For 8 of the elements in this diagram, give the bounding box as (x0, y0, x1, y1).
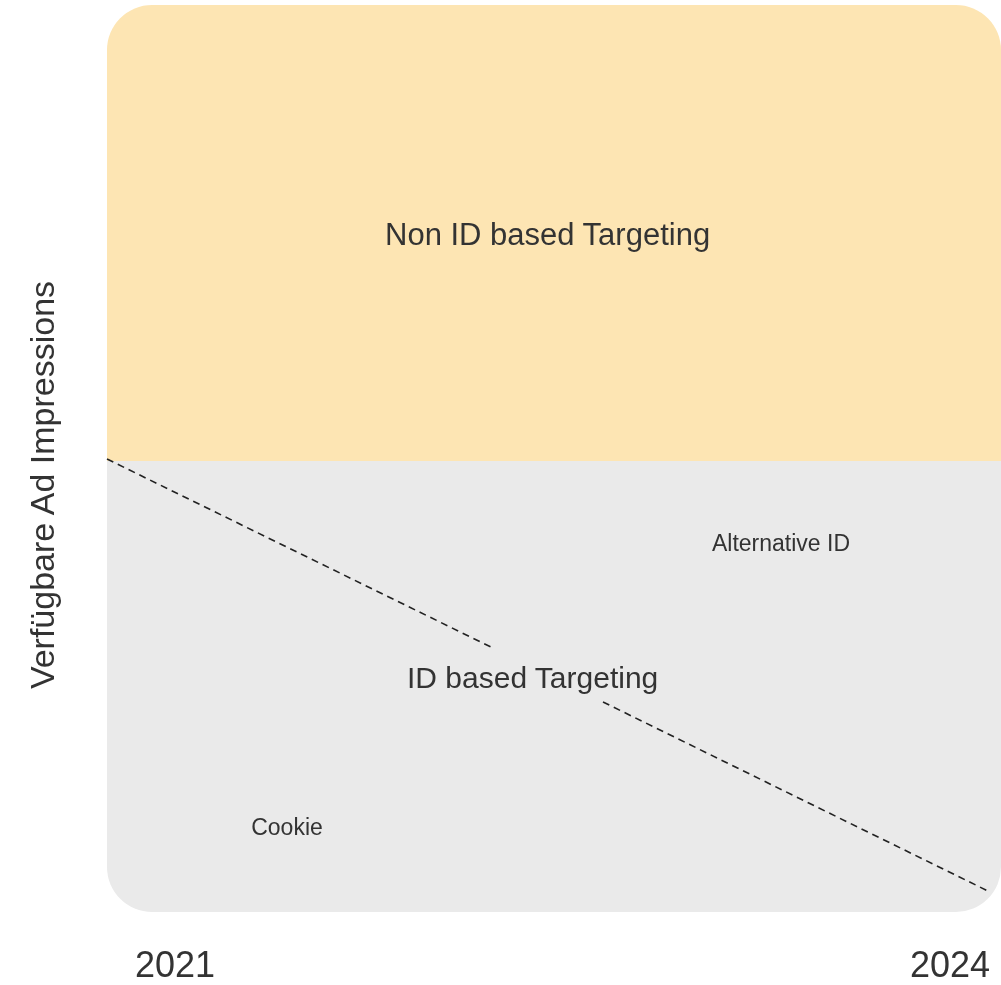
band-title: Non ID based Targeting (385, 217, 711, 253)
axis-tick-label: 2024 (909, 944, 991, 985)
axis-label: Verfügbare Ad Impressions (22, 280, 62, 690)
region-label: Alternative ID (711, 529, 851, 557)
region-label: Cookie (251, 813, 323, 841)
top-band (107, 5, 1001, 461)
axis-tick-label: 2021 (134, 944, 216, 985)
band-title: ID based Targeting (407, 661, 659, 695)
